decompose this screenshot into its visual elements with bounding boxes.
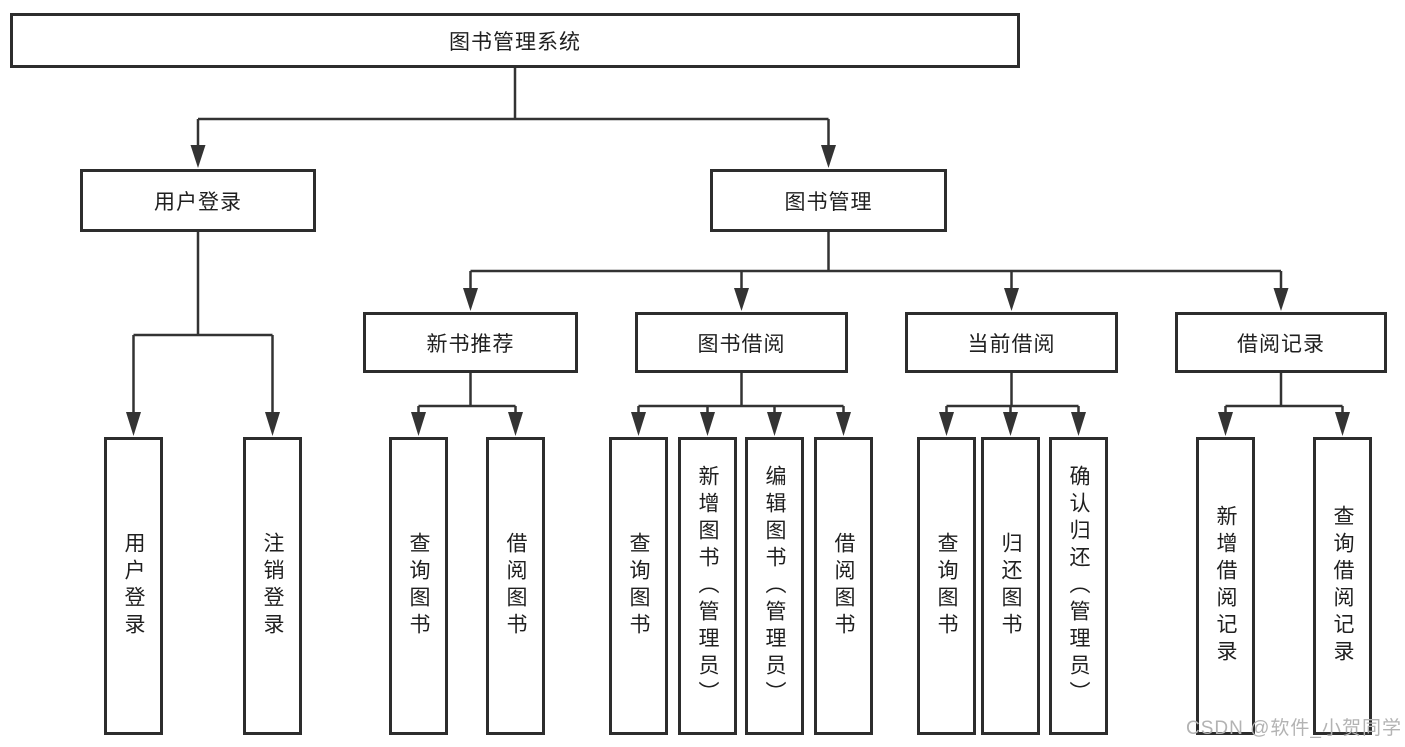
node-borrow-records: 借阅记录 <box>1175 312 1387 373</box>
leaf-query-books-current: 查询图书 <box>917 437 976 735</box>
leaf-user-login: 用户登录 <box>104 437 163 735</box>
leaf-query-books-borrow: 查询图书 <box>609 437 668 735</box>
node-new-book-recommend: 新书推荐 <box>363 312 578 373</box>
leaf-query-borrow-record: 查询借阅记录 <box>1313 437 1372 735</box>
node-user-login: 用户登录 <box>80 169 316 232</box>
leaf-add-books-admin: 新增图书（管理员） <box>678 437 737 735</box>
csdn-watermark: CSDN @软件_小贺同学 <box>1186 718 1402 739</box>
node-root-system: 图书管理系统 <box>10 13 1020 68</box>
node-book-management: 图书管理 <box>710 169 947 232</box>
leaf-query-books-recommend: 查询图书 <box>389 437 448 735</box>
leaf-return-books: 归还图书 <box>981 437 1040 735</box>
leaf-logout: 注销登录 <box>243 437 302 735</box>
leaf-borrow-books: 借阅图书 <box>814 437 873 735</box>
leaf-confirm-return-admin: 确认归还（管理员） <box>1049 437 1108 735</box>
leaf-add-borrow-record: 新增借阅记录 <box>1196 437 1255 735</box>
node-book-borrow: 图书借阅 <box>635 312 848 373</box>
leaf-edit-books-admin: 编辑图书（管理员） <box>745 437 804 735</box>
leaf-borrow-books-recommend: 借阅图书 <box>486 437 545 735</box>
node-current-borrow: 当前借阅 <box>905 312 1118 373</box>
